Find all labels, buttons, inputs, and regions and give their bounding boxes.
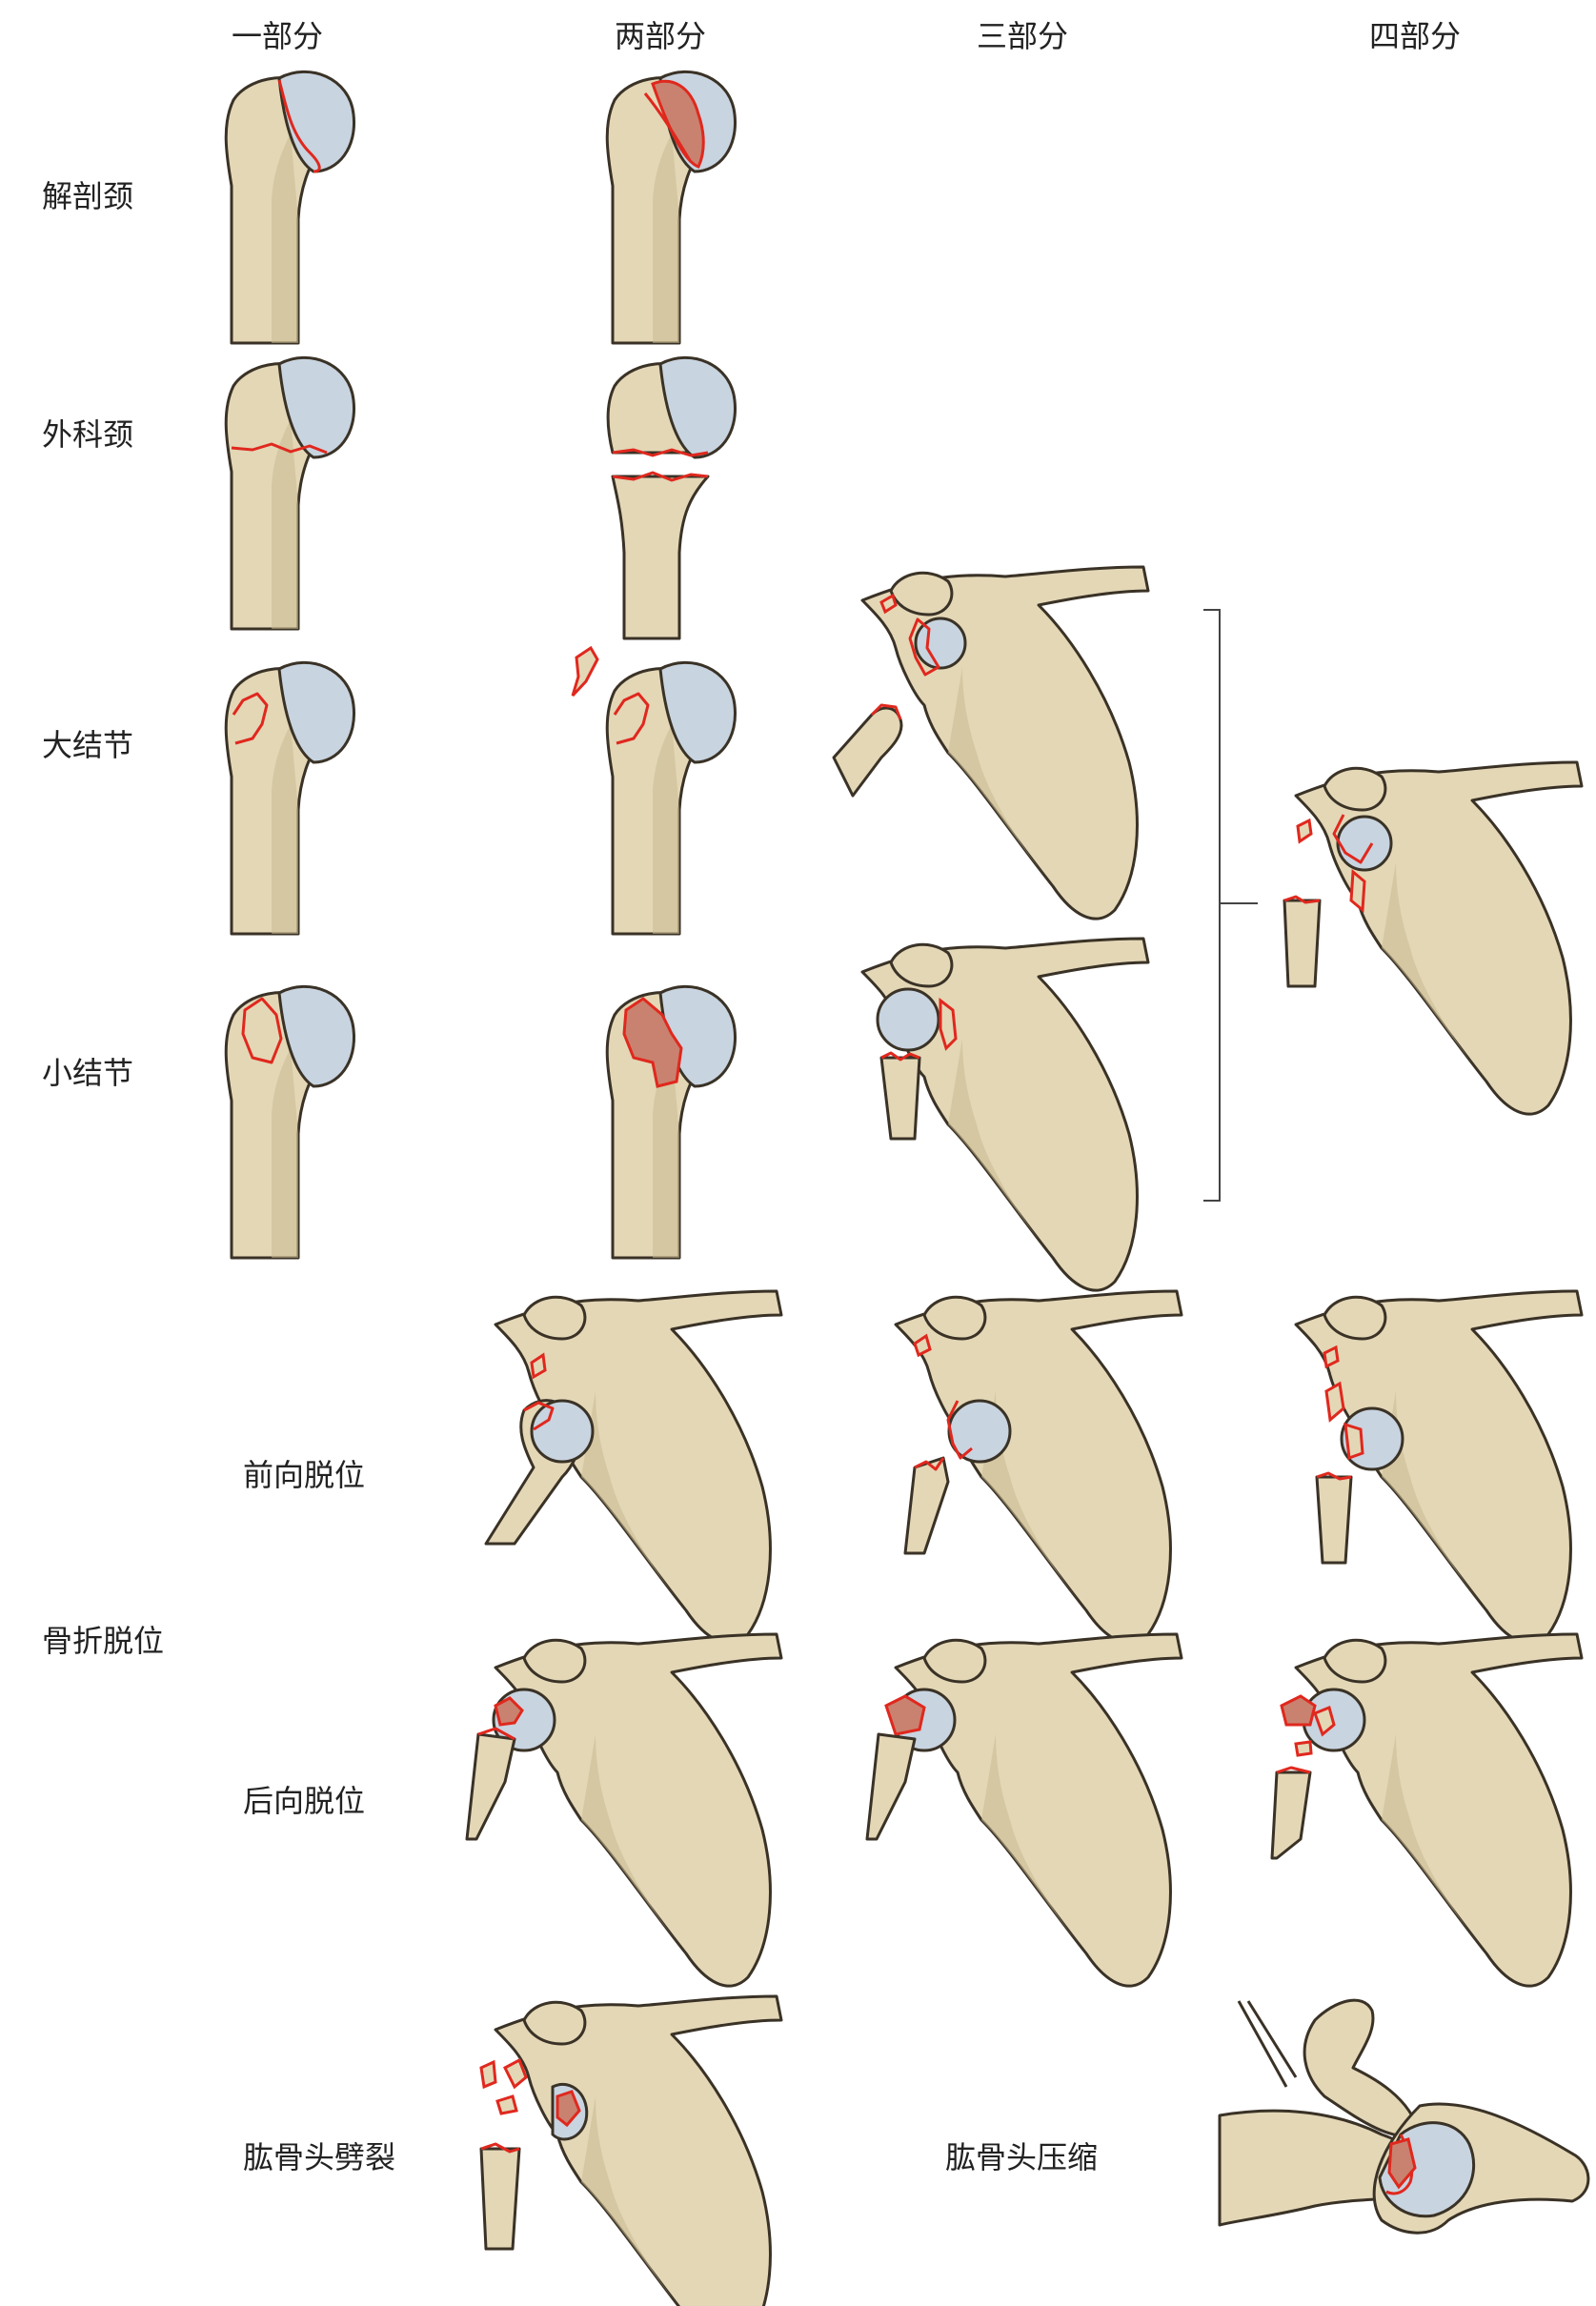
humerus-anatomical-neck-two-part — [605, 70, 737, 345]
row-label-posterior-dislocation: 后向脱位 — [243, 1783, 366, 1819]
humerus-surgical-neck-two-part — [606, 355, 737, 640]
anterior-dislocation-four-part — [1294, 1289, 1584, 1645]
row-label-surgical-neck: 外科颈 — [42, 416, 134, 453]
row-label-head-impression: 肱骨头压缩 — [945, 2139, 1099, 2175]
posterior-dislocation-two-part — [465, 1632, 783, 1988]
humerus-lesser-tuberosity-one-part — [224, 984, 356, 1260]
posterior-dislocation-three-part — [865, 1632, 1183, 1988]
row-label-anatomical-neck: 解剖颈 — [42, 178, 134, 214]
humerus-lesser-tuberosity-two-part — [605, 984, 737, 1260]
four-part-bracket — [1203, 609, 1258, 1202]
humerus-surgical-neck-one-part — [224, 355, 356, 631]
posterior-dislocation-four-part — [1270, 1632, 1584, 1988]
row-label-anterior-dislocation: 前向脱位 — [243, 1457, 366, 1493]
row-label-lesser-tuberosity: 小结节 — [42, 1055, 134, 1091]
humerus-greater-tuberosity-one-part — [224, 660, 356, 936]
row-label-fracture-dislocation: 骨折脱位 — [42, 1623, 165, 1659]
shoulder-four-part — [1283, 760, 1584, 1116]
row-label-head-splitting: 肱骨头劈裂 — [243, 2139, 396, 2175]
column-header-three-part: 三部分 — [977, 18, 1069, 54]
head-splitting-illustration — [479, 1994, 783, 2306]
column-header-four-part: 四部分 — [1369, 18, 1462, 54]
shoulder-three-part-greater-tuberosity — [832, 565, 1150, 920]
column-header-one-part: 一部分 — [232, 18, 324, 54]
column-header-two-part: 两部分 — [615, 18, 707, 54]
shoulder-three-part-lesser-tuberosity — [860, 937, 1150, 1292]
humerus-greater-tuberosity-two-part — [571, 645, 737, 936]
anterior-dislocation-three-part — [894, 1289, 1183, 1645]
head-impression-illustration — [1218, 1998, 1590, 2235]
row-label-greater-tuberosity: 大结节 — [42, 727, 134, 763]
anterior-dislocation-two-part — [484, 1289, 783, 1645]
humerus-anatomical-neck-one-part — [224, 70, 356, 345]
